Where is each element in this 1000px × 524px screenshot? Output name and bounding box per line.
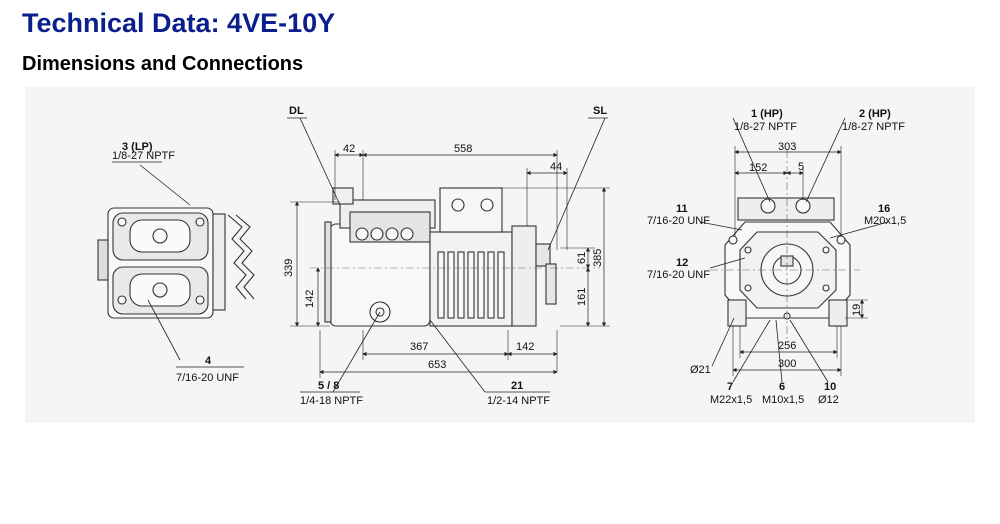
label-dl: DL	[289, 105, 304, 117]
label-3-lp: 3 (LP)	[122, 141, 153, 153]
page-subtitle: Dimensions and Connections	[22, 53, 304, 75]
label-1-spec: 1/8-27 NPTF	[734, 121, 797, 133]
page-title: Technical Data: 4VE-10Y	[22, 8, 336, 38]
dim-142-vertical: 142	[304, 290, 316, 308]
label-12-spec: 7/16-20 UNF	[647, 269, 710, 281]
dim-653: 653	[428, 359, 446, 371]
label-10-spec: Ø12	[818, 394, 839, 406]
label-10: 10	[824, 381, 836, 393]
label-3-spec: 1/8-27 NPTF	[112, 150, 175, 162]
label-7: 7	[727, 381, 733, 393]
label-7-spec: M22x1,5	[710, 394, 752, 406]
label-21-spec: 1/2-14 NPTF	[487, 395, 550, 407]
label-16-spec: M20x1,5	[864, 215, 906, 227]
dim-diameter-21: Ø21	[690, 364, 711, 376]
dim-300: 300	[778, 358, 796, 370]
dim-142-horizontal: 142	[516, 341, 534, 353]
dim-152: 152	[749, 162, 767, 174]
compressor-front-view-shape	[724, 197, 851, 327]
technical-drawing: 3 (LP) 1/8-27 NPTF 4 7/16-20 UNF	[25, 87, 975, 423]
front-view: 1 (HP) 1/8-27 NPTF 2 (HP) 1/8-27 NPTF 30…	[647, 108, 906, 406]
compressor-end-view-shape	[97, 207, 255, 319]
label-21: 21	[511, 380, 523, 392]
label-16: 16	[878, 203, 890, 215]
dim-5: 5	[798, 161, 804, 173]
dim-44: 44	[550, 161, 562, 173]
label-4: 4	[205, 355, 212, 367]
dim-385: 385	[592, 249, 604, 267]
side-view: DL SL 42 558 44 339 142 61 385 161 367 1…	[283, 105, 610, 407]
dim-558: 558	[454, 143, 472, 155]
label-4-spec: 7/16-20 UNF	[176, 372, 239, 384]
dim-161: 161	[576, 288, 588, 306]
dim-61: 61	[576, 252, 588, 264]
label-12: 12	[676, 257, 688, 269]
label-6: 6	[779, 381, 785, 393]
label-1-hp: 1 (HP)	[751, 108, 783, 120]
dim-367: 367	[410, 341, 428, 353]
dim-256: 256	[778, 340, 796, 352]
label-11: 11	[676, 203, 688, 215]
label-11-spec: 7/16-20 UNF	[647, 215, 710, 227]
leader-4	[147, 299, 181, 361]
label-2-hp: 2 (HP)	[859, 108, 891, 120]
label-2-spec: 1/8-27 NPTF	[842, 121, 905, 133]
left-view: 3 (LP) 1/8-27 NPTF 4 7/16-20 UNF	[97, 141, 255, 384]
compressor-side-view-shape	[324, 187, 557, 327]
dim-339: 339	[283, 259, 295, 277]
dim-303: 303	[778, 141, 796, 153]
dim-19: 19	[851, 304, 863, 316]
leader-3	[139, 164, 191, 206]
dim-42: 42	[343, 143, 355, 155]
label-sl: SL	[593, 105, 607, 117]
label-5-8: 5 / 8	[318, 380, 339, 392]
label-5-8-spec: 1/4-18 NPTF	[300, 395, 363, 407]
label-6-spec: M10x1,5	[762, 394, 804, 406]
